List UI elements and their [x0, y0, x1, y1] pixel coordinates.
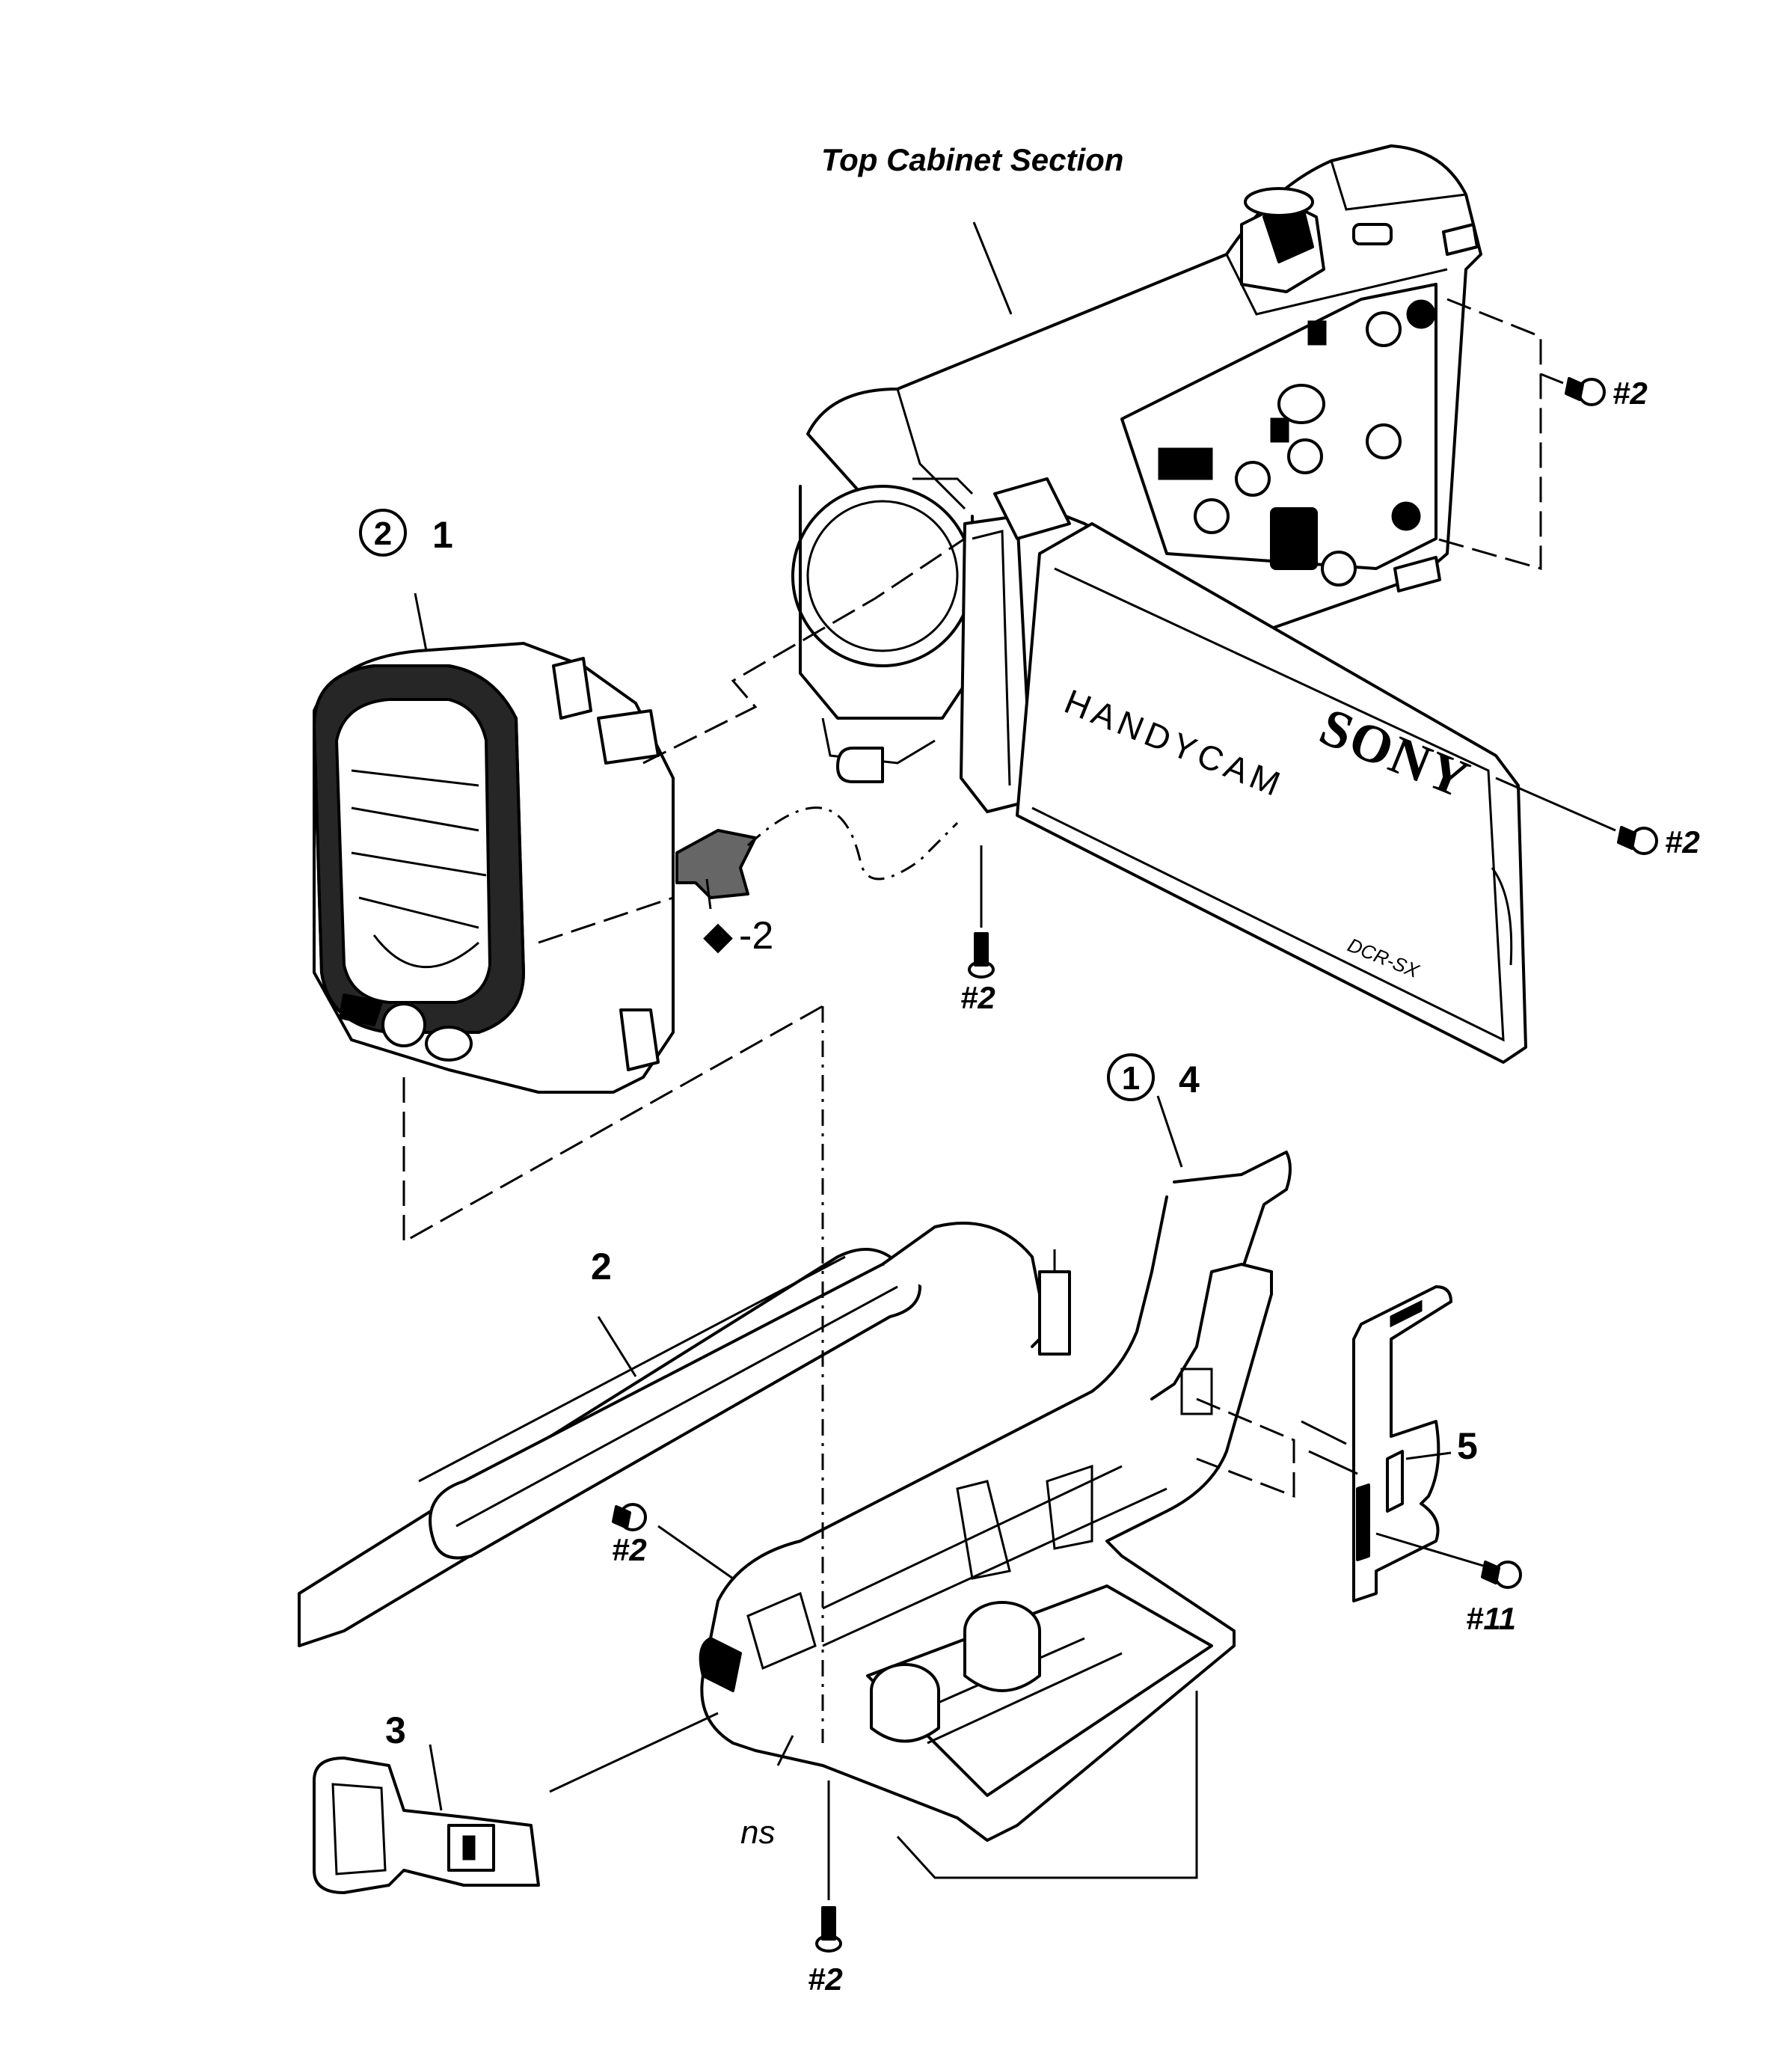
screw-icon — [968, 932, 995, 979]
screws — [612, 377, 1658, 1953]
screw-icon — [612, 1503, 647, 1531]
part-3-label: 3 — [385, 1709, 406, 1751]
screw-icon — [1617, 826, 1658, 855]
part-1-group-label: 2 — [374, 515, 392, 552]
section-title: Top Cabinet Section — [821, 142, 1123, 177]
part-3-strap-clip — [313, 1757, 540, 1894]
part-2-label: 2 — [591, 1246, 612, 1287]
part-4-group-label: 1 — [1122, 1060, 1140, 1097]
screw-icon — [815, 1906, 842, 1953]
screw-icon — [1481, 1561, 1522, 1589]
subpart-symbol: ◆ — [703, 914, 733, 958]
part-5-label: 5 — [1457, 1425, 1478, 1467]
screw-label: #2 — [1613, 376, 1648, 411]
group-circle — [359, 509, 407, 557]
part-2-grip-belt — [298, 1222, 1071, 1647]
part-4-bottom-cabinet — [699, 1151, 1292, 1842]
labels: Top Cabinet Section 2 1 2 3 1 4 5 ◆ -2 #… — [359, 142, 1700, 1997]
screw-label: #2 — [960, 980, 995, 1015]
screw-icon — [1565, 377, 1606, 406]
screw-label: #2 — [612, 1532, 647, 1567]
screw-label: #2 — [808, 1962, 843, 1997]
screw-label: #11 — [1466, 1601, 1516, 1636]
part-5-bracket — [1352, 1285, 1452, 1602]
part-4-label: 4 — [1179, 1059, 1200, 1100]
screw-label: #2 — [1665, 824, 1700, 860]
guide-lines — [402, 221, 1616, 1900]
subpart-label: -2 — [739, 914, 773, 958]
subpart-sheet — [675, 829, 757, 899]
group-circle — [1107, 1053, 1155, 1101]
not-supplied-label: ns — [740, 1814, 775, 1851]
part-1-front-cabinet — [313, 642, 675, 1094]
top-cabinet-assembly: HANDYCAM SONY DCR-SX — [791, 144, 1527, 1064]
part-1-label: 1 — [432, 514, 453, 556]
